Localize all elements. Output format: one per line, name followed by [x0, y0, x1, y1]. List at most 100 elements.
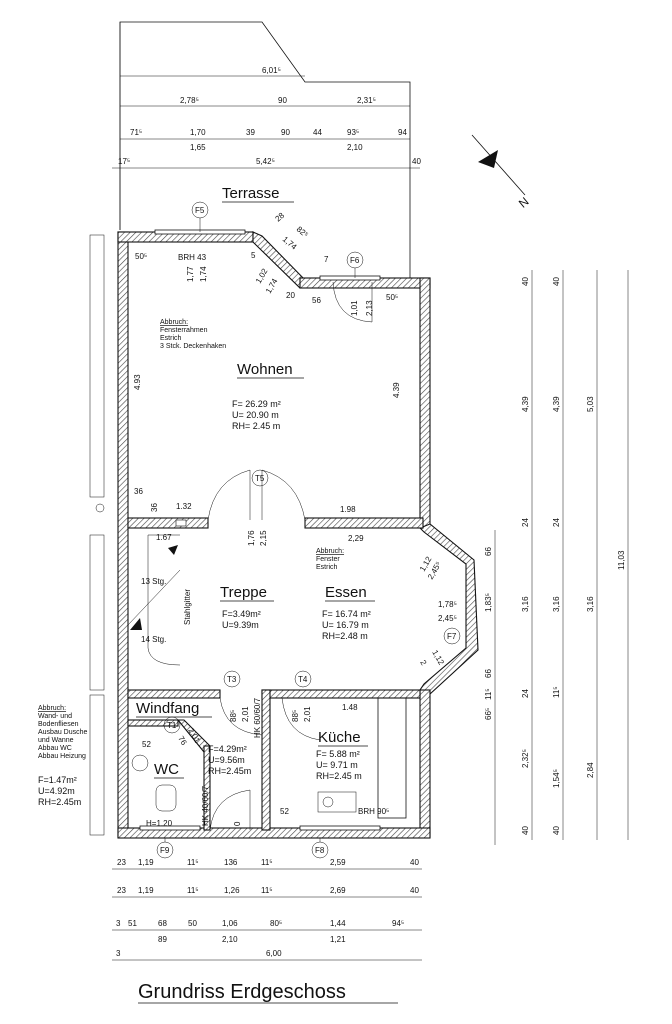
marker-f5: F5 [191, 201, 209, 232]
svg-text:24: 24 [521, 518, 530, 527]
svg-text:4.93: 4.93 [133, 374, 142, 390]
marker-f6: F6 [346, 251, 364, 278]
svg-text:1,77: 1,77 [186, 266, 195, 282]
room-windfang: Windfang [136, 700, 199, 717]
room-wohnen: Wohnen [237, 361, 293, 378]
marker-f9: F9 [156, 838, 174, 859]
h-120: H=1.20 [146, 819, 173, 828]
svg-text:82⁵: 82⁵ [295, 225, 310, 240]
svg-text:88⁵: 88⁵ [229, 710, 238, 722]
svg-text:20: 20 [286, 291, 295, 300]
svg-text:11⁵: 11⁵ [484, 688, 493, 700]
svg-text:36: 36 [150, 503, 159, 512]
svg-text:1,78⁵: 1,78⁵ [438, 600, 457, 609]
windfang-perimeter: U=9.56m [208, 755, 245, 765]
north-label: N [516, 194, 532, 210]
svg-text:6,00: 6,00 [266, 949, 282, 958]
svg-text:T4: T4 [298, 675, 308, 684]
note-14-steps: 14 Stg. [141, 635, 166, 644]
svg-text:4.39: 4.39 [392, 382, 401, 398]
svg-text:50: 50 [188, 919, 197, 928]
svg-text:2,13: 2,13 [365, 300, 374, 316]
dim-top: 1,65 [190, 143, 206, 152]
svg-text:1,26: 1,26 [224, 886, 240, 895]
svg-text:1,01: 1,01 [350, 300, 359, 316]
dimensions-inner: 50⁵ 50⁵ 1,77 1,74 1,02 1,74 5 20 56 1,01… [133, 211, 457, 826]
svg-text:88⁵: 88⁵ [291, 710, 300, 722]
svg-text:11⁵: 11⁵ [187, 886, 199, 895]
svg-text:1,19: 1,19 [138, 858, 154, 867]
note-wc-line: und Wanne [38, 737, 74, 744]
room-labels: Terrasse Wohnen F= 26.29 m² U= 20.90 m R… [38, 185, 375, 807]
room-terrasse: Terrasse [222, 185, 280, 202]
dim-top: 5,42⁵ [256, 157, 275, 166]
room-essen: Essen [325, 584, 367, 601]
dim-top: 17⁵ [118, 157, 130, 166]
note-essen-line: Fenster [316, 556, 340, 563]
treppe-perimeter: U=9.39m [222, 620, 259, 630]
note-wohnen-line: Estrich [160, 335, 182, 342]
svg-text:40: 40 [410, 858, 419, 867]
terrace-outline [119, 21, 411, 280]
dim-top: 93⁵ [347, 128, 359, 137]
plan-title: Grundriss Erdgeschoss [138, 981, 346, 1003]
essen-height: RH=2.48 m [322, 631, 368, 641]
svg-text:3: 3 [116, 919, 121, 928]
north-arrow: N [471, 134, 532, 211]
svg-text:40: 40 [410, 886, 419, 895]
svg-text:11⁵: 11⁵ [552, 686, 561, 698]
svg-text:F6: F6 [350, 256, 360, 265]
svg-text:11,03: 11,03 [617, 550, 626, 570]
svg-text:5: 5 [251, 251, 256, 260]
dim-top: 71⁵ [130, 128, 142, 137]
sanitary [131, 754, 357, 813]
svg-text:F7: F7 [447, 632, 457, 641]
room-kueche: Küche [318, 729, 361, 746]
note-wohnen-line: Fensterrahmen [160, 327, 208, 334]
wc-perimeter: U=4.92m [38, 786, 75, 796]
svg-text:1.32: 1.32 [176, 502, 192, 511]
wohnen-area: F= 26.29 m² [232, 399, 281, 409]
svg-text:94⁵: 94⁵ [392, 919, 404, 928]
dim-top: 44 [313, 128, 322, 137]
svg-text:89: 89 [158, 935, 167, 944]
kueche-area: F= 5.88 m² [316, 749, 360, 759]
svg-text:F9: F9 [160, 846, 170, 855]
svg-text:51: 51 [128, 919, 137, 928]
svg-text:1,44: 1,44 [330, 919, 346, 928]
svg-text:11⁵: 11⁵ [261, 886, 273, 895]
svg-text:2,01: 2,01 [303, 706, 312, 722]
wohnen-height: RH= 2.45 m [232, 421, 280, 431]
dim-top: 40 [412, 157, 421, 166]
svg-text:1,76: 1,76 [247, 530, 256, 546]
svg-text:1.48: 1.48 [342, 703, 358, 712]
marker-f7: F7 [443, 627, 461, 645]
wc-height: RH=2.45m [38, 797, 81, 807]
wc-area: F=1.47m² [38, 775, 77, 785]
note-wc-line: Abbau WC [38, 745, 72, 752]
room-treppe: Treppe [220, 584, 267, 601]
dim-top: 90 [278, 96, 287, 105]
svg-text:4,39: 4,39 [521, 396, 530, 412]
svg-text:1.98: 1.98 [340, 505, 356, 514]
sink [317, 791, 357, 813]
svg-text:23: 23 [117, 886, 126, 895]
marker-t4: T4 [294, 670, 312, 688]
svg-text:T3: T3 [227, 675, 237, 684]
note-essen-line: Estrich [316, 564, 338, 571]
left-elements [89, 234, 105, 836]
svg-text:50⁵: 50⁵ [135, 252, 147, 261]
dimensions-top: 6,01⁵ 2,78⁵ 90 2,31⁵ 71⁵ 1,70 39 90 44 9… [112, 66, 421, 169]
note-wc-line: Bodenfliesen [38, 721, 79, 728]
svg-text:T1: T1 [167, 721, 177, 730]
treppe-area: F=3.49m² [222, 609, 261, 619]
svg-text:136: 136 [224, 858, 238, 867]
brh-43: BRH 43 [178, 253, 207, 262]
svg-text:40: 40 [521, 826, 530, 835]
svg-text:4,39: 4,39 [552, 396, 561, 412]
svg-text:F5: F5 [195, 206, 205, 215]
svg-text:36: 36 [134, 487, 143, 496]
svg-text:66: 66 [484, 669, 493, 678]
svg-text:2: 2 [418, 659, 428, 668]
